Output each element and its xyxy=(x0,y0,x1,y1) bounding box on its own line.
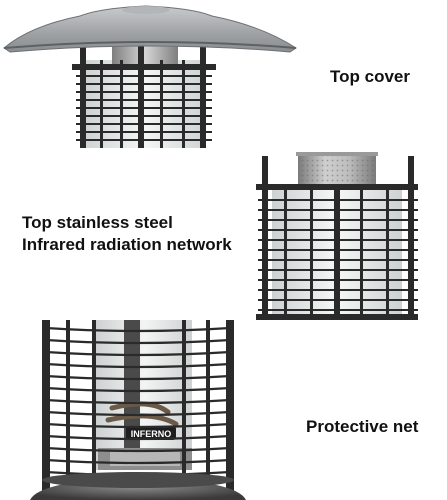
section-caption: Top cover xyxy=(330,66,410,88)
caption-line: Infrared radiation network xyxy=(22,235,232,254)
section-infrared-network: Top stainless steel Infrared radiation n… xyxy=(0,148,447,320)
section-caption: Top stainless steel Infrared radiation n… xyxy=(22,212,232,256)
section-top-cover: Top cover xyxy=(0,0,447,148)
caption-line: Top cover xyxy=(330,67,410,86)
infrared-network-photo xyxy=(256,152,418,320)
protective-net-photo: INFERNO xyxy=(30,320,246,500)
caption-line: Top stainless steel xyxy=(22,213,173,232)
top-cover-photo xyxy=(3,5,297,148)
section-protective-net: INFERNO xyxy=(0,320,447,500)
caption-line: Protective net xyxy=(306,417,419,436)
section-caption: Protective net xyxy=(306,416,418,438)
logo-text: INFERNO xyxy=(131,429,172,439)
